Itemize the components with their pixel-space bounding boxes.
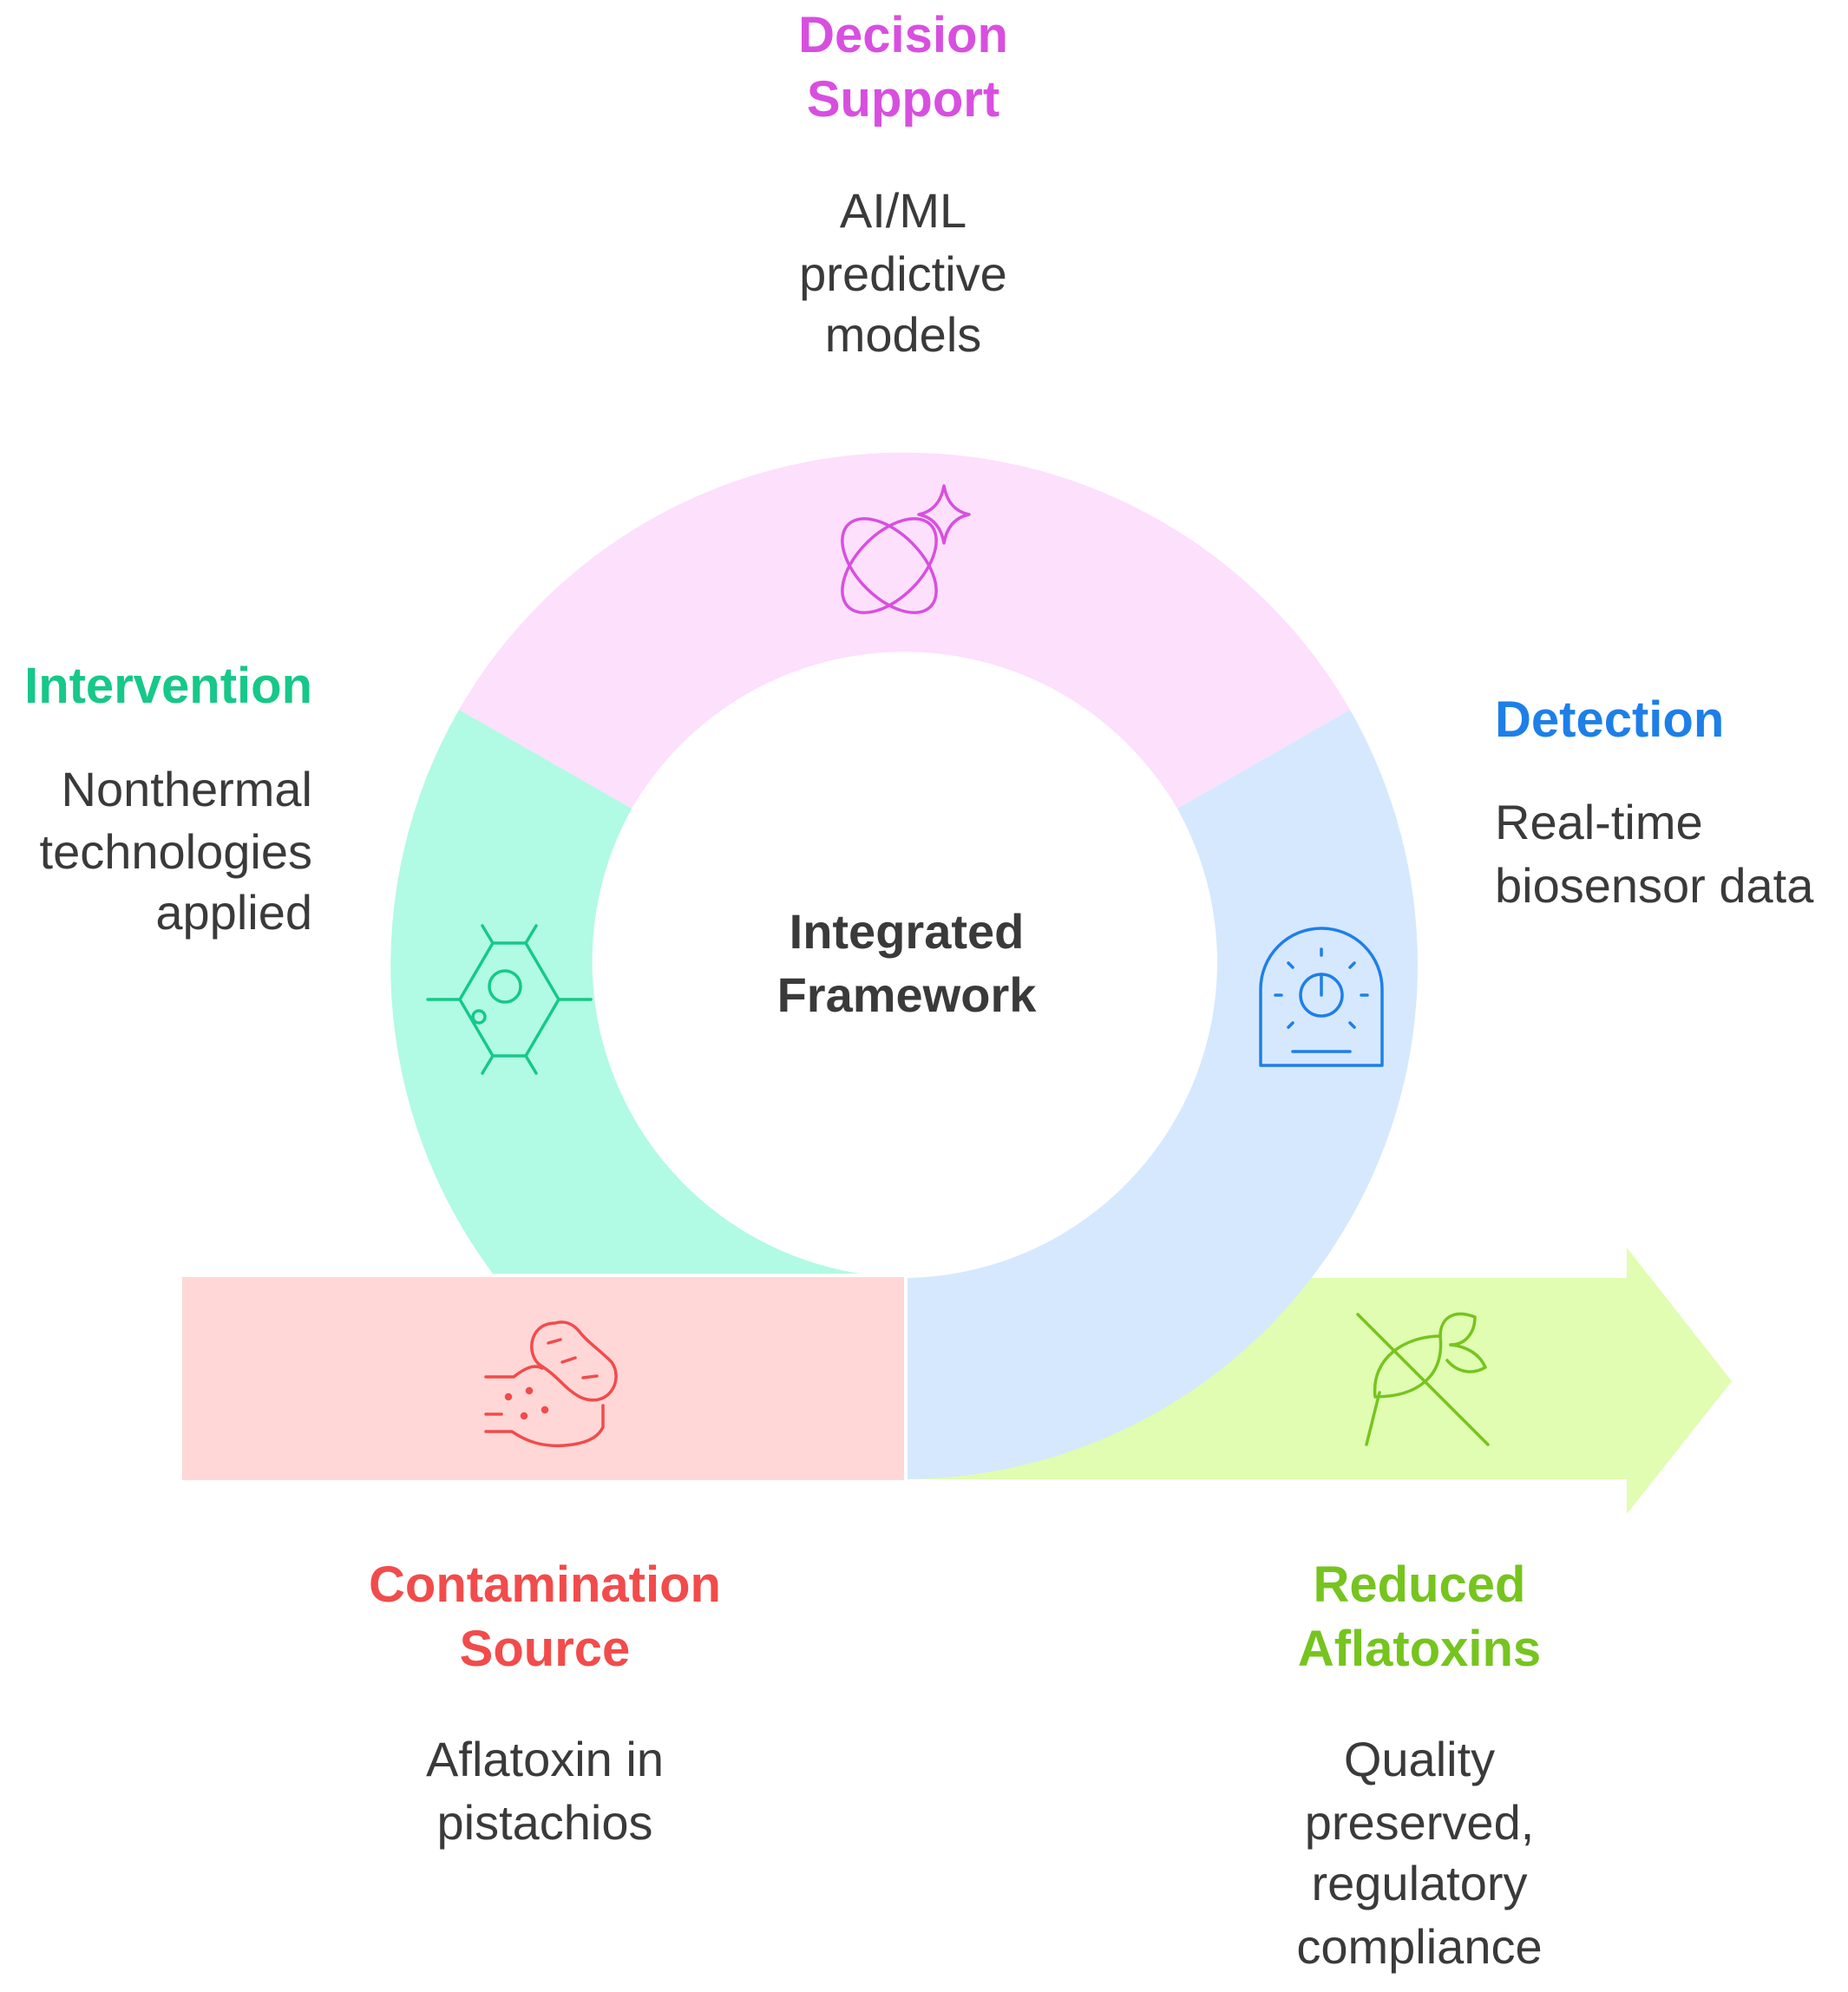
decision-support-title-line2: Support [807, 71, 999, 128]
detection-desc-line2: biosensor data [1495, 858, 1814, 913]
intervention-desc-line2: technologies [40, 824, 312, 879]
contamination-source-desc-line1: Aflatoxin in [426, 1732, 664, 1786]
cell-hexagon-icon [426, 924, 593, 1075]
center-title-line1: Integrated [790, 904, 1025, 959]
detection-title: Detection [1495, 691, 1724, 748]
reduced-aflatoxins-desc-line3: regulatory [1311, 1856, 1527, 1910]
decision-support-desc-line3: models [825, 307, 982, 362]
intervention-desc-line1: Nonthermal [62, 762, 312, 816]
center-title-line2: Framework [777, 967, 1038, 1022]
detection-segment [907, 710, 1419, 1479]
contamination-source-title-line2: Source [460, 1621, 631, 1677]
contamination-source-title-line1: Contamination [369, 1556, 721, 1613]
decision-support-segment [459, 452, 1350, 809]
peanut-hand-icon [484, 1320, 618, 1448]
decision-support-desc-line1: AI/ML [840, 183, 967, 238]
reduced-aflatoxins-title-line2: Aflatoxins [1298, 1621, 1541, 1677]
atom-sparkle-icon [841, 484, 971, 614]
contamination-source-bar [182, 1277, 904, 1480]
decision-support-title-line1: Decision [798, 7, 1008, 63]
decision-support-desc-line2: predictive [799, 246, 1007, 301]
reduced-aflatoxins-title-line1: Reduced [1314, 1556, 1526, 1613]
intervention-segment [390, 710, 861, 1274]
intervention-desc-line3: applied [155, 885, 312, 940]
reduced-aflatoxins-desc-line2: preserved, [1305, 1795, 1535, 1850]
contamination-source-desc-line2: pistachios [436, 1795, 652, 1850]
detection-desc-line1: Real-time [1495, 795, 1703, 849]
no-leaf-icon [1356, 1312, 1490, 1446]
sensor-device-icon [1259, 927, 1384, 1067]
reduced-aflatoxins-desc-line1: Quality [1344, 1732, 1495, 1786]
intervention-title: Intervention [24, 658, 312, 714]
reduced-aflatoxins-desc-line4: compliance [1296, 1919, 1542, 1974]
